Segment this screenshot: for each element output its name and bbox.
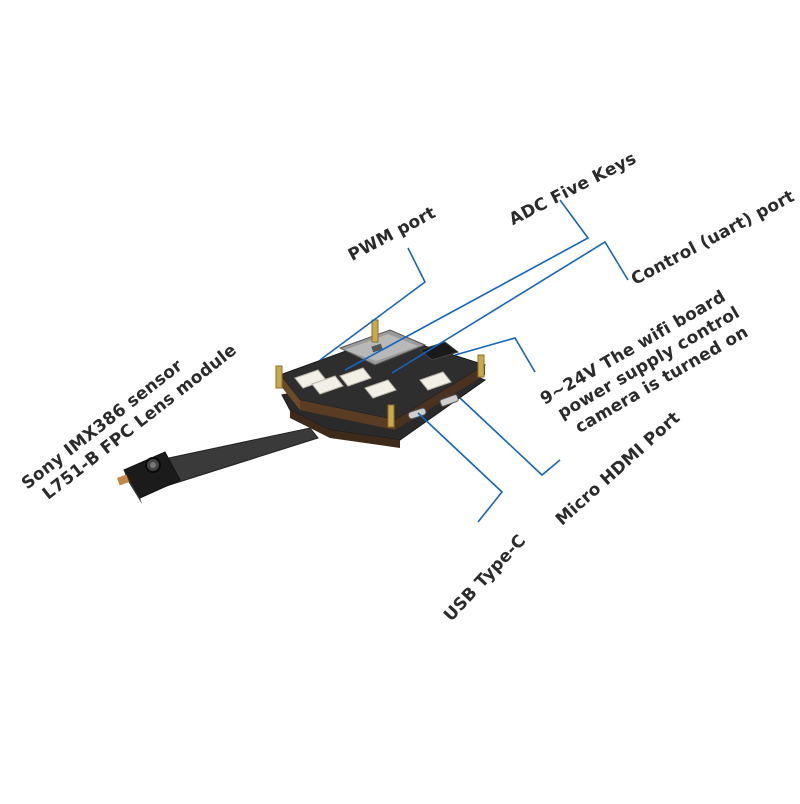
leader-usbc [417,412,504,523]
camera-sensor-module [116,451,181,504]
leader-control [391,240,629,374]
port-connectors [407,394,459,420]
leader-pwm [319,247,427,361]
leader-power [454,337,536,373]
leader-hdmi [459,397,561,477]
leader-adc [344,199,590,371]
usb-c-port-shape [407,407,427,420]
jst-connectors [294,367,452,399]
micro-hdmi-port-shape [439,394,459,407]
leader-lines [319,199,629,523]
brass-standoffs [275,319,485,428]
